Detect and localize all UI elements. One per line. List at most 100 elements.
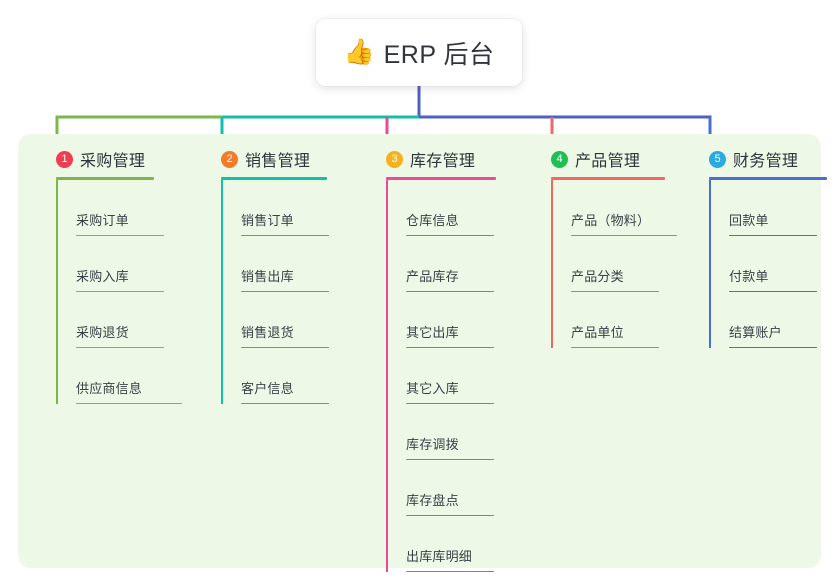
branch-header-underline <box>551 177 665 180</box>
branch-item-label: 客户信息 <box>241 380 294 396</box>
branch-vertical-stem <box>709 180 711 348</box>
branch-item-label: 其它入库 <box>406 380 459 396</box>
branch-item-underline <box>571 290 659 292</box>
branch-column-1: 1 采购管理采购订单采购入库采购退货供应商信息 <box>34 134 199 404</box>
branch-item-underline <box>76 402 182 404</box>
branch-item[interactable]: 产品单位 <box>551 292 694 348</box>
branch-title: 销售管理 <box>245 153 311 170</box>
branch-title: 采购管理 <box>80 153 146 170</box>
branch-item-underline <box>406 570 494 572</box>
branch-item[interactable]: 结算账户 <box>709 292 839 348</box>
branch-number-badge: 5 <box>709 150 726 168</box>
branch-item-label: 采购退货 <box>76 324 129 340</box>
branch-vertical-stem <box>56 180 58 404</box>
branch-item-underline <box>571 234 677 236</box>
branch-item-label: 产品（物料） <box>571 212 651 228</box>
branch-item-list: 采购订单采购入库采购退货供应商信息 <box>56 180 199 404</box>
branch-vertical-stem <box>386 180 388 572</box>
branch-header-5[interactable]: 5 财务管理 <box>687 145 839 173</box>
branch-item[interactable]: 库存盘点 <box>386 460 529 516</box>
branch-item-underline <box>729 346 817 348</box>
root-node-content: 👍 ERP 后台 <box>343 35 494 71</box>
branch-title: 库存管理 <box>410 153 476 170</box>
branch-item-underline <box>406 234 494 236</box>
branch-item-underline <box>729 290 817 292</box>
branch-item-label: 出库库明细 <box>406 548 473 564</box>
branch-item[interactable]: 采购订单 <box>56 180 199 236</box>
root-node-title: ERP 后台 <box>383 40 495 69</box>
branch-item-label: 产品库存 <box>406 268 459 284</box>
thumbs-up-icon: 👍 <box>343 38 375 66</box>
branch-item[interactable]: 产品库存 <box>386 236 529 292</box>
branch-item-underline <box>406 402 494 404</box>
branch-item[interactable]: 付款单 <box>709 236 839 292</box>
branch-item[interactable]: 其它出库 <box>386 292 529 348</box>
branch-item-label: 产品单位 <box>571 324 624 340</box>
branch-title: 产品管理 <box>575 153 641 170</box>
branch-number-badge: 4 <box>551 150 568 168</box>
branch-item-underline <box>571 346 659 348</box>
branch-item[interactable]: 产品分类 <box>551 236 694 292</box>
branch-item-list: 销售订单销售出库销售退货客户信息 <box>221 180 364 404</box>
branch-item[interactable]: 仓库信息 <box>386 180 529 236</box>
branch-number-badge: 3 <box>386 150 403 168</box>
branches-panel <box>18 134 821 568</box>
branch-header-underline <box>221 177 327 180</box>
branch-item-list: 回款单付款单结算账户 <box>709 180 839 348</box>
branch-item-underline <box>241 234 329 236</box>
branch-item[interactable]: 库存调拨 <box>386 404 529 460</box>
branch-header-2[interactable]: 2 销售管理 <box>199 145 364 173</box>
branch-item[interactable]: 采购入库 <box>56 236 199 292</box>
branch-item-label: 其它出库 <box>406 324 459 340</box>
branch-item-underline <box>406 514 494 516</box>
branch-header-3[interactable]: 3 库存管理 <box>364 145 529 173</box>
branch-item-label: 产品分类 <box>571 268 624 284</box>
branch-header-1[interactable]: 1 采购管理 <box>34 145 199 173</box>
branch-item-underline <box>76 346 164 348</box>
branch-title: 财务管理 <box>733 153 799 170</box>
branch-item-underline <box>729 234 817 236</box>
branch-number-badge: 2 <box>221 150 238 168</box>
branch-header-underline <box>709 177 827 180</box>
branch-vertical-stem <box>551 180 553 348</box>
branch-item[interactable]: 供应商信息 <box>56 348 199 404</box>
branch-item[interactable]: 回款单 <box>709 180 839 236</box>
branch-header-underline <box>56 177 154 180</box>
branch-header-4[interactable]: 4 产品管理 <box>529 145 694 173</box>
branch-item-label: 销售退货 <box>241 324 294 340</box>
branch-item[interactable]: 销售退货 <box>221 292 364 348</box>
branch-header-underline <box>386 177 496 180</box>
branch-item[interactable]: 产品（物料） <box>551 180 694 236</box>
branch-item-underline <box>406 290 494 292</box>
branch-item-label: 库存盘点 <box>406 492 459 508</box>
branch-item-label: 库存调拨 <box>406 436 459 452</box>
root-node-card[interactable]: 👍 ERP 后台 <box>316 19 522 86</box>
branch-item-underline <box>406 346 494 348</box>
branch-item-list: 仓库信息产品库存其它出库其它入库库存调拨库存盘点出库库明细 <box>386 180 529 572</box>
branch-column-4: 4 产品管理产品（物料） 产品分类产品单位 <box>529 134 694 348</box>
branch-item[interactable]: 销售出库 <box>221 236 364 292</box>
branch-item-label: 采购订单 <box>76 212 129 228</box>
branch-item-label: 结算账户 <box>729 324 782 340</box>
branch-column-5: 5 财务管理回款单付款单结算账户 <box>687 134 839 348</box>
branch-item-label: 采购入库 <box>76 268 129 284</box>
branch-item-underline <box>241 290 329 292</box>
branch-item-underline <box>76 290 164 292</box>
branch-item-underline <box>76 234 164 236</box>
branch-item[interactable]: 采购退货 <box>56 292 199 348</box>
branch-item-label: 付款单 <box>729 268 769 284</box>
branch-item-label: 回款单 <box>729 212 769 228</box>
branch-item[interactable]: 其它入库 <box>386 348 529 404</box>
branch-item[interactable]: 销售订单 <box>221 180 364 236</box>
branch-item-label: 销售订单 <box>241 212 294 228</box>
branch-number-badge: 1 <box>56 150 73 168</box>
branch-item-label: 仓库信息 <box>406 212 459 228</box>
branch-item-underline <box>406 458 494 460</box>
branch-item[interactable]: 客户信息 <box>221 348 364 404</box>
branch-column-2: 2 销售管理销售订单销售出库销售退货客户信息 <box>199 134 364 404</box>
branch-item-underline <box>241 346 329 348</box>
branch-columns: 1 采购管理采购订单采购入库采购退货供应商信息 2 销售管理销售订单销售出库销售退货客… <box>18 134 827 572</box>
branch-item-underline <box>241 402 329 404</box>
branch-item[interactable]: 出库库明细 <box>386 516 529 572</box>
